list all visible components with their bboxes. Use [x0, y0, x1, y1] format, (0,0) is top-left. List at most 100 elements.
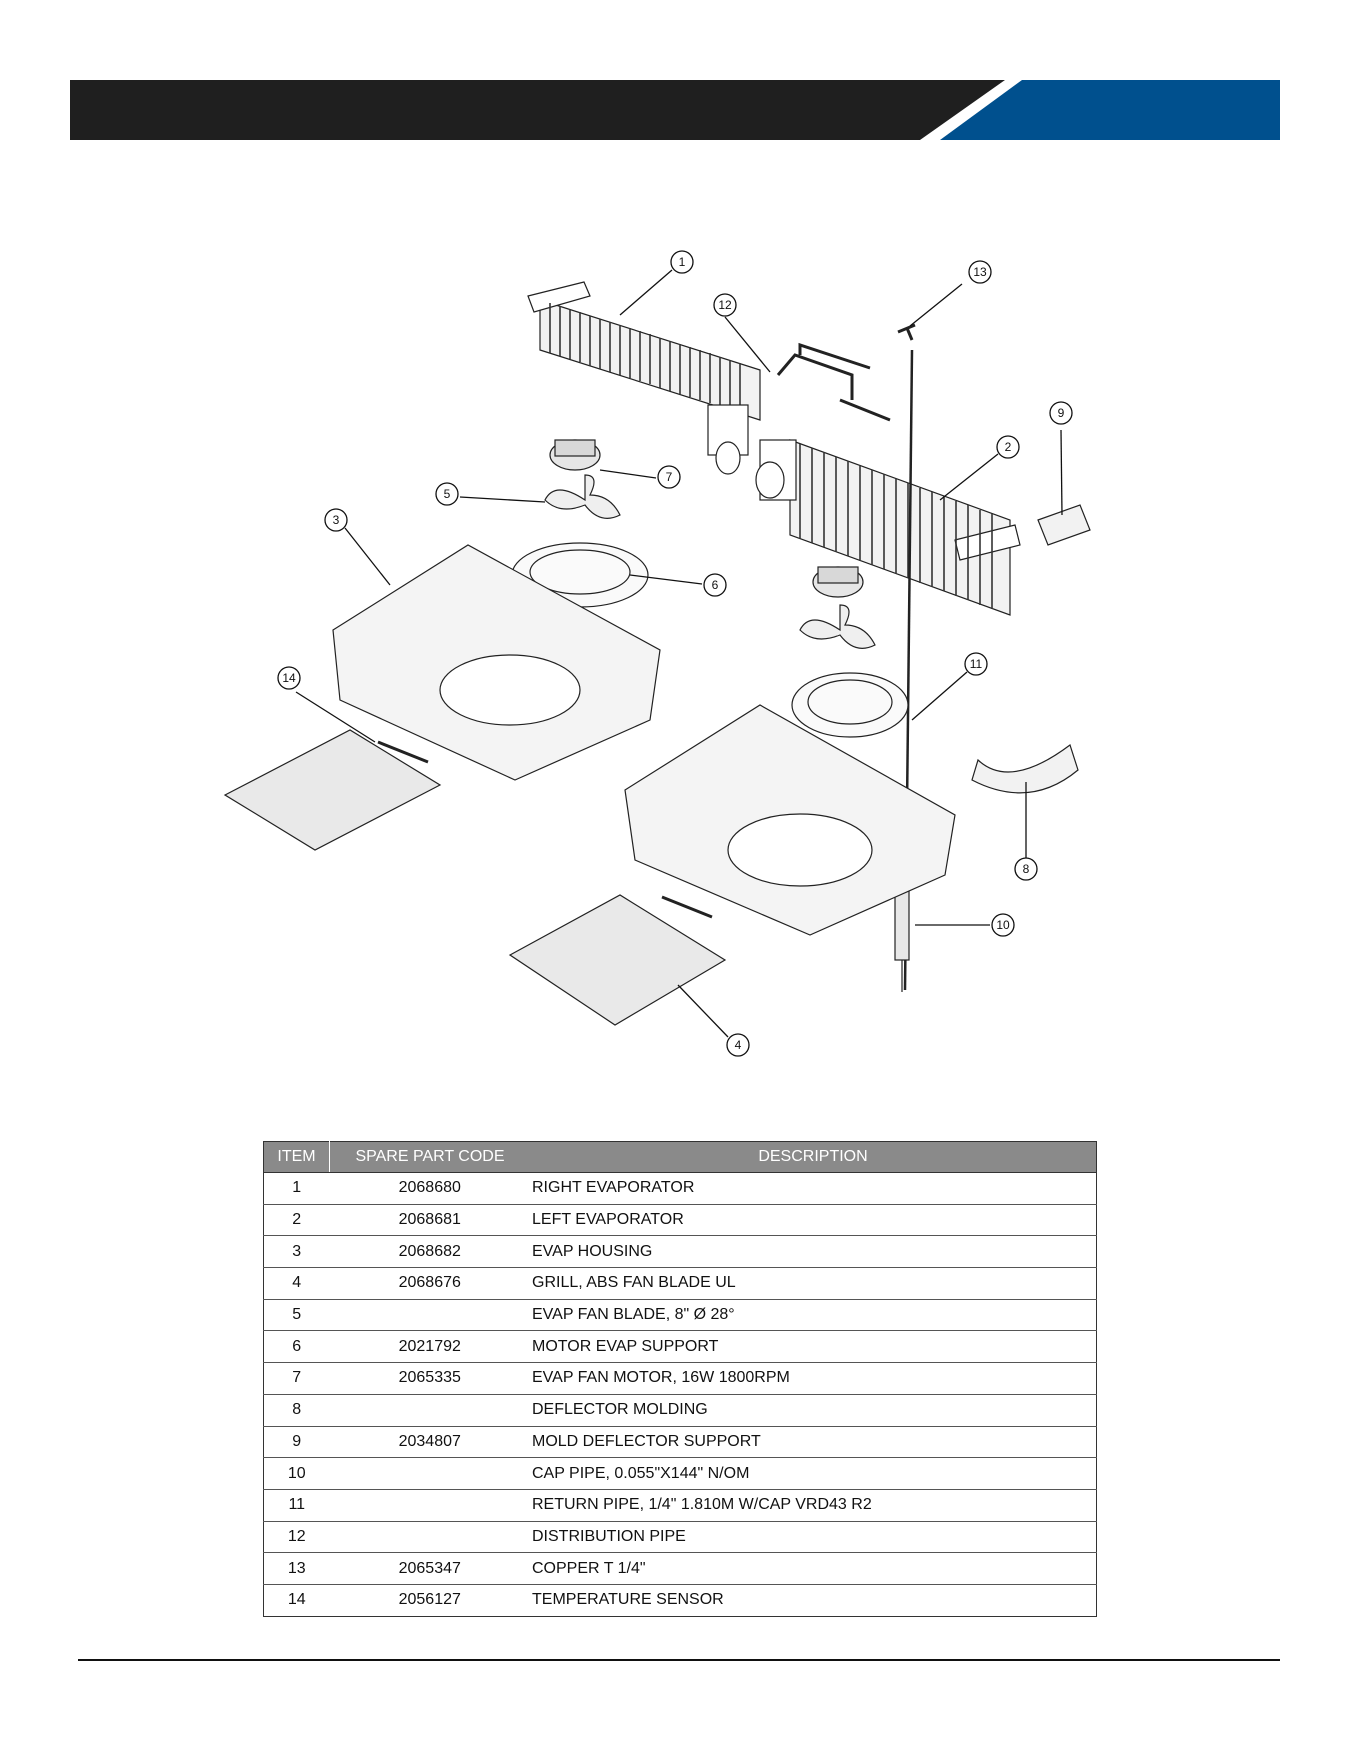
callout-5: [435, 482, 459, 506]
table-row: 8 DEFLECTOR MOLDING: [263, 1394, 1097, 1427]
distribution-pipe-drawing: [776, 342, 891, 422]
part-code-cell: 2056127: [398, 1591, 461, 1609]
description-cell: MOTOR EVAP SUPPORT: [530, 1330, 1097, 1364]
item-cell: 6: [263, 1330, 330, 1364]
callout-2: [996, 435, 1020, 459]
part-code-cell: [329, 1521, 530, 1554]
evap-housing-drawing: [332, 544, 956, 936]
header-band: [70, 80, 1280, 140]
item-column-header: ITEM: [263, 1141, 330, 1173]
part-code-cell: 2068676: [329, 1267, 530, 1300]
fan-motor-drawing: [549, 439, 864, 598]
part-code-cell: 2065335: [329, 1362, 530, 1395]
callout-number: 12: [718, 298, 732, 312]
part-code-cell: [329, 1299, 530, 1332]
callout-11: [964, 652, 988, 676]
temperature-sensor-drawing: [377, 740, 713, 919]
description-cell: GRILL, ABS FAN BLADE UL: [530, 1267, 1097, 1300]
code-column-header: SPARE PART CODE: [329, 1141, 530, 1173]
grill-drawing: [223, 729, 727, 1026]
part-code-cell: 2034807: [329, 1426, 530, 1459]
callout-12: [713, 293, 737, 317]
item-cell: 2: [263, 1204, 330, 1237]
callout-number: 2: [1005, 440, 1012, 454]
part-code-cell: 2068682: [329, 1235, 530, 1269]
callout-number: 5: [444, 487, 451, 501]
item-cell: 12: [263, 1521, 330, 1554]
item-cell: 4: [263, 1267, 330, 1300]
copper-t-drawing: [897, 323, 916, 341]
deflector-molding-drawing: [971, 744, 1079, 794]
description-cell: EVAP HOUSING: [530, 1235, 1097, 1269]
item-cell: 8: [263, 1394, 330, 1427]
callout-number: 11: [970, 657, 983, 671]
callout-8: [1014, 857, 1038, 881]
description-cell: DISTRIBUTION PIPE: [530, 1521, 1097, 1554]
callout-number: 9: [1058, 406, 1065, 420]
fan-blade-drawing: [544, 474, 876, 649]
item-cell: 5: [263, 1299, 330, 1332]
description-cell: DEFLECTOR MOLDING: [530, 1394, 1097, 1427]
callout-7: [657, 465, 681, 489]
description-cell: EVAP FAN MOTOR, 16W 1800RPM: [530, 1362, 1097, 1395]
description-cell: RIGHT EVAPORATOR: [530, 1172, 1097, 1205]
callout-10: [991, 913, 1015, 937]
callout-3: [324, 508, 348, 532]
part-code-cell: 2068680: [329, 1172, 530, 1205]
part-code-cell: 2068681: [329, 1204, 530, 1237]
deflector-support-drawing: [1037, 504, 1091, 546]
item-cell: 11: [263, 1489, 330, 1522]
item-cell: 14: [287, 1591, 306, 1609]
part-code-cell: [329, 1489, 530, 1522]
callout-number: 8: [1023, 862, 1030, 876]
callout-4: [726, 1033, 750, 1057]
table-header-row: ITEM SPARE PART CODE DESCRIPTION: [263, 1141, 1097, 1173]
part-code-cell: [329, 1457, 530, 1490]
callout-leaders: [295, 269, 1063, 1038]
callout-number: 7: [666, 470, 673, 484]
description-cell: COPPER T 1/4": [530, 1552, 1097, 1585]
item-cell: 1: [263, 1172, 330, 1205]
callout-13: [968, 260, 992, 284]
right-evaporator-drawing: [527, 281, 761, 475]
item-cell: 7: [263, 1362, 330, 1395]
item-cell: 9: [263, 1426, 330, 1459]
callout-number: 6: [712, 578, 719, 592]
header-accent-band: [940, 80, 1280, 140]
exploded-parts-diagram: 1 2 3 4 5 6 7 8 9 10 11 12 13 14: [223, 250, 1091, 1057]
description-cell: EVAP FAN BLADE, 8" Ø 28°: [530, 1299, 1097, 1332]
left-evaporator-drawing: [755, 439, 1021, 616]
table-row: 5 EVAP FAN BLADE, 8" Ø 28°: [263, 1299, 1097, 1332]
callout-number: 10: [996, 918, 1010, 932]
item-cell: 3: [263, 1235, 330, 1269]
item-cell: 10: [263, 1457, 330, 1490]
header-dark-band: [70, 80, 1005, 140]
callout-number: 14: [282, 671, 296, 685]
callout-number: 13: [973, 265, 987, 279]
footer-rule: [78, 1659, 1280, 1661]
description-cell: RETURN PIPE, 1/4" 1.810M W/CAP VRD43 R2: [530, 1489, 1097, 1522]
table-row: 12 DISTRIBUTION PIPE: [263, 1521, 1097, 1554]
callout-9: [1049, 401, 1073, 425]
item-cell: 13: [263, 1552, 330, 1585]
description-cell: MOLD DEFLECTOR SUPPORT: [530, 1426, 1097, 1459]
table-row: 11 RETURN PIPE, 1/4" 1.810M W/CAP VRD43 R…: [263, 1489, 1097, 1522]
part-code-cell: 2065347: [329, 1552, 530, 1585]
description-cell: CAP PIPE, 0.055"X144" N/OM: [530, 1457, 1097, 1490]
callout-number: 1: [679, 255, 686, 269]
callout-6: [703, 573, 727, 597]
description-cell: LEFT EVAPORATOR: [530, 1204, 1097, 1237]
callout-number: 4: [735, 1038, 742, 1052]
callout-1: [670, 250, 694, 274]
description-column-header: DESCRIPTION: [530, 1141, 1097, 1173]
part-code-cell: [329, 1394, 530, 1427]
